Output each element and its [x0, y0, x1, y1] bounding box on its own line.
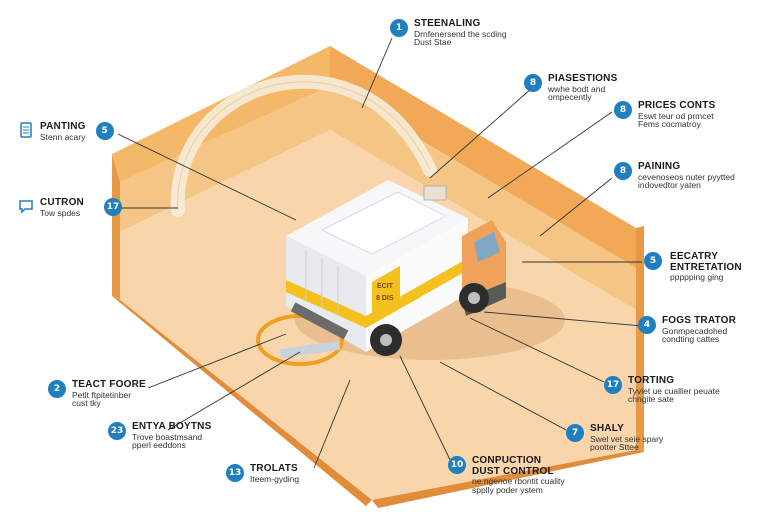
- callout-number: 10: [448, 456, 466, 474]
- cargo-panel: [372, 266, 400, 318]
- callout-line: Trove boastmsand: [132, 431, 203, 442]
- callout-line: Iteem-gyding: [250, 473, 300, 484]
- callout-line: Dust Stae: [414, 37, 452, 48]
- callout-title: ENTYA BOYTNS: [132, 421, 212, 432]
- callout-line: Fems cocmatroy: [638, 119, 701, 130]
- cargo-front: [366, 218, 468, 352]
- callout-line: ompecently: [548, 92, 592, 103]
- spray-head: [423, 185, 447, 201]
- callout-title: PAINING: [638, 161, 681, 172]
- back-wall-inner: [120, 86, 636, 310]
- callout-number: 23: [108, 422, 126, 440]
- yellow-stripe: [366, 258, 468, 328]
- callout-line: Tow spdes: [40, 207, 81, 218]
- callout-title: TORTING: [628, 375, 675, 386]
- callout-title: CUTRON: [40, 197, 84, 208]
- callout-number: 13: [226, 464, 244, 482]
- callout-number: 2: [48, 380, 66, 398]
- callout-title: TEACT FOORE: [72, 379, 146, 390]
- rear-bumper: [290, 302, 349, 340]
- back-wall: [330, 46, 636, 268]
- callout-fogs-trator: 4 FOGS TRATOR Gonmpecadohed condting cat…: [638, 315, 737, 345]
- callout-line: Eswt teur od prmcet: [638, 110, 714, 121]
- callout-line: Tyviet ue cuallier peuate: [628, 385, 720, 396]
- callout-line: pperl eeddons: [132, 440, 186, 451]
- callout-title: PIASESTIONS: [548, 73, 618, 84]
- callout-piasestions: 8 PIASESTIONS wwhe bodt and ompecently: [524, 73, 618, 103]
- callout-line: Gonmpecadohed: [662, 325, 728, 336]
- callout-line: Petlt ftpitetinber: [72, 389, 132, 400]
- callout-torting: 17 TORTING Tyviet ue cuallier peuate chn…: [604, 375, 720, 405]
- callout-line: Stenn acary: [40, 131, 86, 142]
- callout-number: 4: [638, 316, 656, 334]
- front-right-base: [372, 450, 644, 508]
- callout-line: wwhe bodt and: [548, 83, 606, 94]
- callout-cutron: CUTRON Tow spdes 17: [18, 197, 122, 218]
- callout-title: SHALY: [590, 423, 624, 434]
- document-icon: [20, 122, 32, 138]
- callout-eecatry-text: EECATRY ENTRETATION ppppping ging: [670, 251, 742, 282]
- chat-icon: [19, 200, 33, 214]
- callout-line: spplly poder ystem: [472, 484, 543, 495]
- callout-title: PRICES CONTS: [638, 100, 716, 111]
- callout-panting: PANTING Stenn acary 5: [18, 121, 114, 142]
- callout-line: chngite sate: [628, 394, 674, 405]
- callout-number: 8: [524, 74, 542, 92]
- dust-control-truck: ECIT 8 DIS: [286, 180, 506, 356]
- cab-window: [474, 232, 500, 262]
- callout-steenaling: 1 STEENALING Drnfenersend the scding Dus…: [390, 18, 507, 48]
- callout-conpuction: 10 CONPUCTION DUST CONTROL ne ngenoe rbo…: [448, 455, 565, 495]
- roof-unit: [320, 191, 448, 255]
- front-base: [112, 296, 372, 506]
- callout-number: 17: [604, 376, 622, 394]
- callout-number: 17: [103, 198, 122, 216]
- callout-line: ENTRETATION: [670, 261, 742, 273]
- callout-line: Drnfenersend the scding: [414, 28, 507, 39]
- callout-entya-boytns: 23 ENTYA BOYTNS Trove boastmsand pperl e…: [108, 421, 212, 451]
- callout-paining: 8 PAINING cevenoseos nuter pyytted indov…: [614, 161, 735, 191]
- callout-line: cevenoseos nuter pyytted: [638, 171, 735, 182]
- callout-number: 7: [566, 424, 584, 442]
- callout-number: 1: [390, 19, 408, 37]
- callout-trolats: 13 TROLATS Iteem-gyding: [226, 463, 300, 484]
- front-left-wall: [112, 154, 120, 300]
- callout-title: CONPUCTION: [472, 455, 542, 466]
- callout-teact-foore: 2 TEACT FOORE Petlt ftpitetinber cust tk…: [48, 379, 146, 409]
- callout-line: cust tky: [72, 398, 101, 409]
- callout-shaly: 7 SHALY Swel vet seie spary pootter Stte…: [566, 423, 664, 453]
- callout-line: Swel vet seie spary: [590, 433, 664, 444]
- callout-line: DUST CONTROL: [472, 465, 554, 477]
- leader-lines: [116, 37, 643, 469]
- callout-title: STEENALING: [414, 18, 481, 29]
- callout-number: 5: [644, 252, 662, 270]
- callout-title: EECATRY: [670, 251, 719, 262]
- cargo-label-2: 8 DIS: [376, 295, 394, 302]
- callout-prices-conts: 8 PRICES CONTS Eswt teur od prmcet Fems …: [614, 100, 716, 130]
- right-wall: [636, 226, 644, 452]
- callout-line: pootter Sttee: [590, 442, 639, 453]
- callout-title: PANTING: [40, 121, 86, 132]
- callout-number: 8: [614, 101, 632, 119]
- callout-number: 8: [614, 162, 632, 180]
- callout-number: 5: [95, 122, 114, 140]
- callout-line: condting cattes: [662, 334, 720, 345]
- callout-line: indovedtor yaten: [638, 180, 701, 191]
- hose-nozzle: [279, 340, 341, 359]
- callout-title: FOGS TRATOR: [662, 315, 737, 326]
- callout-title: TROLATS: [250, 463, 298, 474]
- callout-line: ppppping ging: [670, 272, 724, 282]
- cargo-label-1: ECIT: [377, 283, 394, 290]
- callout-line: ne ngenoe rbontit cuality: [472, 476, 565, 486]
